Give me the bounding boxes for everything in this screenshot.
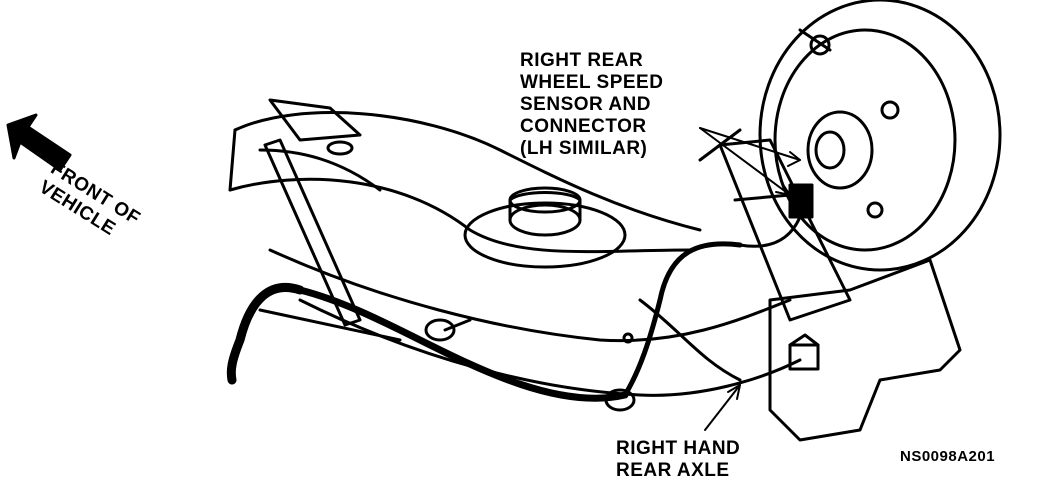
axle-tube	[268, 248, 792, 343]
sensor-connector	[788, 183, 814, 219]
mount-bracket	[768, 258, 962, 442]
axle-beam-lower	[228, 177, 692, 254]
axle-beam-upper	[233, 111, 702, 232]
wiring-harness	[622, 241, 743, 398]
sensor-label-line-3: SENSOR AND	[520, 94, 651, 115]
axle-label-line-1: RIGHT HAND	[616, 438, 741, 459]
shock-absorber	[718, 138, 852, 322]
axle-leader	[704, 384, 741, 431]
sensor-label-line-4: CONNECTOR	[520, 116, 647, 137]
front-arrow-icon	[6, 113, 72, 172]
sensor-label-line-2: WHEEL SPEED	[520, 72, 664, 93]
sensor-label-line-1: RIGHT REAR	[520, 50, 644, 71]
sensor-label: RIGHT REAR WHEEL SPEED SENSOR AND CONNEC…	[520, 50, 663, 160]
axle-label-line-2: REAR AXLE	[616, 460, 730, 481]
sensor-leader-1	[699, 127, 801, 161]
harness-clip	[604, 388, 636, 412]
axle-label: RIGHT HAND REAR AXLE	[616, 438, 740, 482]
spring-seat	[463, 201, 627, 269]
sensor-label-line-5: (LH SIMILAR)	[520, 138, 648, 159]
figure-code: NS0098A201	[900, 448, 996, 465]
sensor-leader-2	[699, 127, 791, 196]
brake-drum	[758, 0, 1002, 272]
